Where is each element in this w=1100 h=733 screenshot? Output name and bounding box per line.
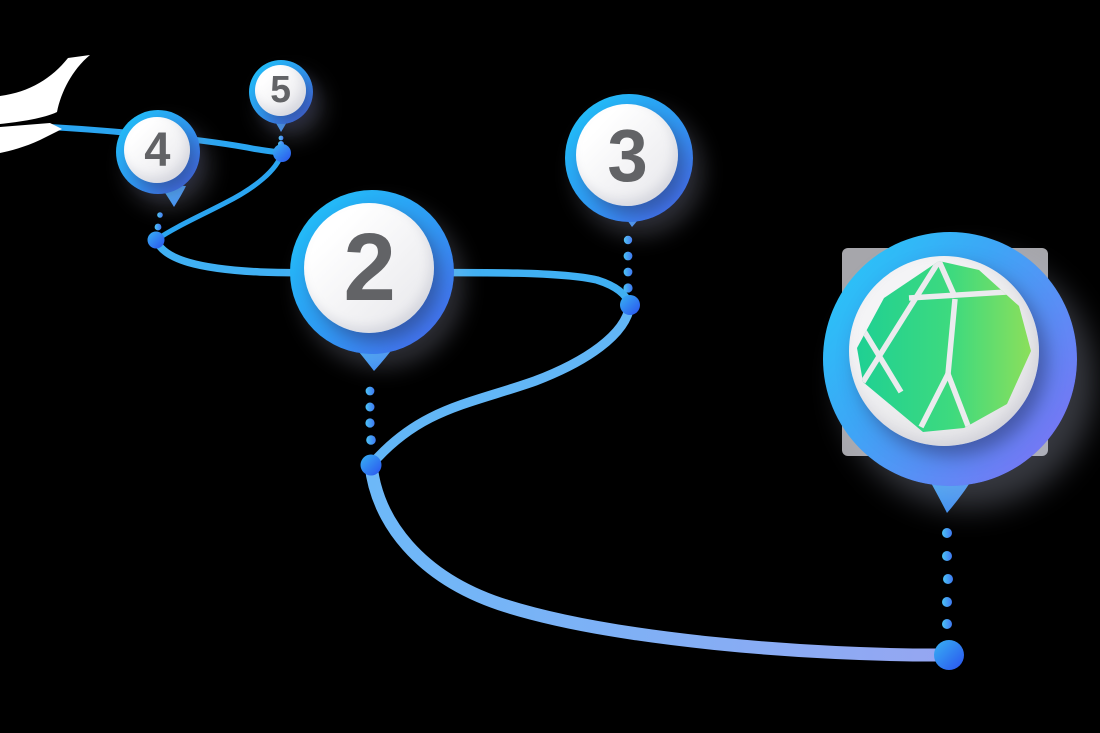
milestone-number: 3 bbox=[607, 113, 647, 197]
milestone-number: 4 bbox=[144, 123, 170, 177]
gem-icon bbox=[857, 261, 1031, 432]
goal-badge-face bbox=[849, 256, 1039, 446]
milestone-pin-4-face: 4 bbox=[124, 117, 190, 183]
path-segment-2 bbox=[366, 300, 635, 470]
milestone-pin-3-face: 3 bbox=[576, 104, 678, 206]
goal-badge bbox=[823, 232, 1077, 486]
dotted-connector-3 bbox=[623, 235, 633, 293]
dotted-connector-goal bbox=[942, 528, 953, 629]
path-segment-1 bbox=[364, 458, 956, 662]
path-segment-4 bbox=[153, 150, 285, 243]
milestone-pin-5: 5 bbox=[249, 60, 313, 124]
milestone-pin-3: 3 bbox=[565, 94, 693, 222]
waypoint-dot-2 bbox=[360, 454, 382, 476]
waypoint-dot-5 bbox=[273, 144, 291, 162]
path-segment-5 bbox=[47, 124, 285, 156]
milestone-number: 2 bbox=[343, 214, 395, 321]
milestone-pin-4: 4 bbox=[116, 110, 200, 194]
milestone-pin-5-face: 5 bbox=[255, 65, 306, 116]
end-dot bbox=[934, 640, 964, 670]
dotted-connector-2 bbox=[365, 386, 376, 445]
milestone-pin-2: 2 bbox=[290, 190, 454, 354]
start-flourish-upper bbox=[0, 55, 90, 124]
dotted-connector-4 bbox=[154, 212, 163, 231]
milestone-pin-2-face: 2 bbox=[304, 203, 434, 333]
start-flourish-lower bbox=[0, 123, 62, 153]
waypoint-dot-3 bbox=[620, 295, 640, 315]
waypoint-dot-4 bbox=[147, 231, 165, 249]
milestone-number: 5 bbox=[270, 69, 292, 111]
